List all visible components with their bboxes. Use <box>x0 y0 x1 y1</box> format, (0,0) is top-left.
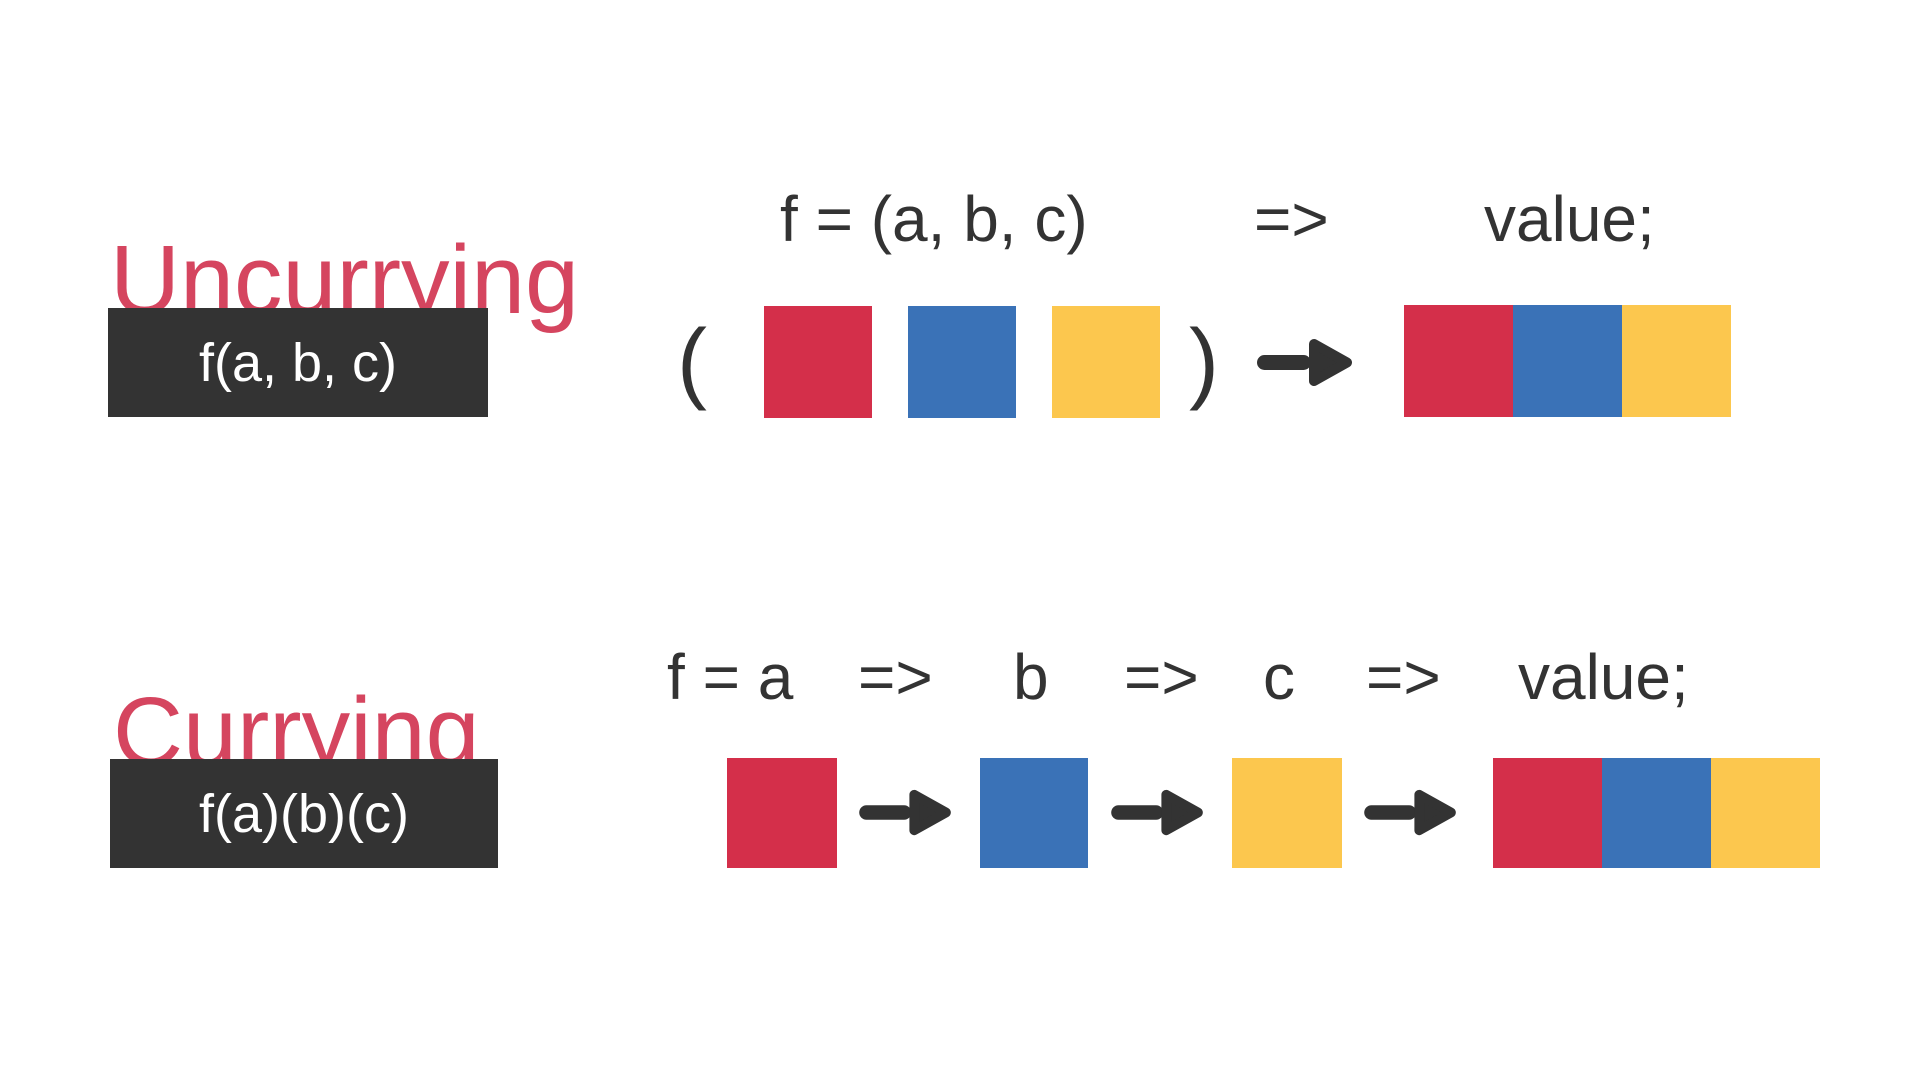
curried-argument-c-square <box>1232 758 1342 868</box>
currying-code-box: f(a)(b)(c) <box>110 759 498 868</box>
argument-c-square <box>1052 306 1160 418</box>
result-argument-b-square <box>1602 758 1711 868</box>
uncurrying-expression-arrow-token: => <box>1254 183 1329 255</box>
uncurrying-code-label: f(a, b, c) <box>198 332 398 393</box>
result-argument-a-square <box>1404 305 1513 417</box>
currying-expression-param-c: c <box>1263 641 1295 713</box>
uncurrying-expression-params: f = (a, b, c) <box>780 183 1088 255</box>
uncurried-result-block <box>1404 305 1731 417</box>
curried-result-block <box>1493 758 1820 868</box>
currying-expression-arrow-token-1: => <box>858 641 933 713</box>
result-argument-b-square <box>1513 305 1622 417</box>
result-argument-c-square <box>1711 758 1820 868</box>
arrow-right-icon <box>1256 334 1356 396</box>
currying-expression-param-b: b <box>1013 641 1049 713</box>
currying-code-label: f(a)(b)(c) <box>199 783 409 844</box>
result-argument-c-square <box>1622 305 1731 417</box>
currying-expression-head: f = a <box>667 641 794 713</box>
close-paren-glyph: ) <box>1189 312 1219 412</box>
argument-a-square <box>764 306 872 418</box>
arrow-right-icon <box>858 785 955 845</box>
uncurrying-expression-result: value; <box>1484 183 1655 255</box>
arrow-right-icon <box>1110 785 1207 845</box>
currying-expression-arrow-token-2: => <box>1124 641 1199 713</box>
open-paren-glyph: ( <box>677 312 707 412</box>
curried-argument-a-square <box>727 758 837 868</box>
argument-b-square <box>908 306 1016 418</box>
arrow-right-icon <box>1363 785 1460 845</box>
result-argument-a-square <box>1493 758 1602 868</box>
currying-expression-arrow-token-3: => <box>1366 641 1441 713</box>
curried-argument-b-square <box>980 758 1088 868</box>
uncurrying-code-box: f(a, b, c) <box>108 308 488 417</box>
open-paren: ( <box>660 306 724 418</box>
close-paren: ) <box>1172 306 1236 418</box>
currying-expression-result: value; <box>1518 641 1689 713</box>
